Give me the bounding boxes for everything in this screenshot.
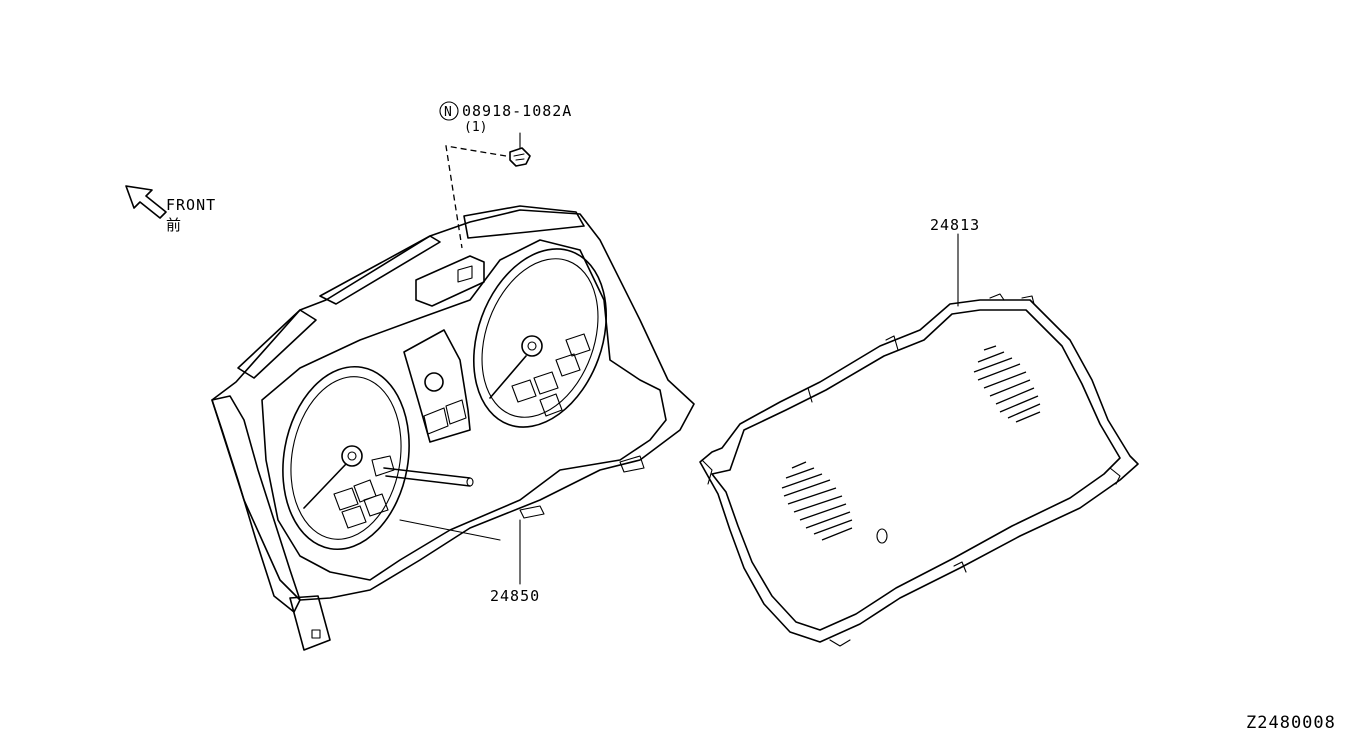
bolt-prefix-label: N bbox=[444, 105, 452, 120]
bolt-part-number: 08918-1082A bbox=[462, 102, 572, 120]
bolt-quantity: (1) bbox=[464, 120, 487, 135]
cover-part-number: 24813 bbox=[930, 216, 980, 234]
circled-n-icon bbox=[439, 101, 459, 121]
bolt-icon bbox=[509, 147, 531, 167]
front-arrow-icon bbox=[125, 185, 167, 219]
cover-hatch-upper bbox=[973, 345, 1041, 423]
diagram-code: Z2480008 bbox=[1246, 713, 1336, 733]
instrument-cluster bbox=[211, 205, 695, 651]
front-cjk-label: 前 bbox=[166, 216, 182, 234]
cluster-part-number: 24850 bbox=[490, 587, 540, 605]
cluster-cover bbox=[699, 293, 1139, 647]
bolt-dashed-guide bbox=[445, 145, 507, 249]
front-label: FRONT bbox=[166, 196, 216, 214]
cover-hatch-lower bbox=[781, 461, 853, 541]
